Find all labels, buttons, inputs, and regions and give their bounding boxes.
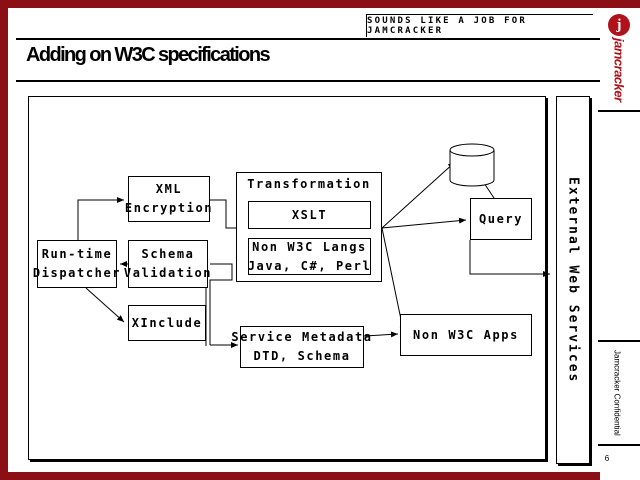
xslt-label: XSLT — [291, 207, 328, 222]
xml-encryption-box: XML Encryption — [124, 176, 214, 222]
page-number: 6 — [604, 453, 610, 463]
non-w3c-langs-line2: Java, C#, Perl — [247, 258, 372, 273]
schema-validation-line2: Validation — [123, 266, 213, 280]
query-label: Query — [478, 211, 524, 226]
confidential-label: Jamcracker Confidential — [612, 350, 622, 436]
runtime-dispatcher-box: Run-time Dispatcher — [33, 240, 120, 288]
schema-validation-line1: Schema — [141, 247, 195, 261]
xml-encryption-line1: XML — [155, 182, 183, 196]
runtime-dispatcher-line1: Run-time — [41, 247, 113, 261]
xinclude-label: XInclude — [131, 315, 203, 330]
service-metadata-box: Service Metadata DTD, Schema — [231, 326, 371, 368]
non-w3c-apps-label: Non W3C Apps — [413, 327, 519, 342]
logo-mark-icon: j — [608, 14, 630, 36]
service-metadata-line2: DTD, Schema — [253, 349, 351, 363]
brand-strip — [600, 8, 640, 480]
query-box: Query — [470, 198, 532, 240]
jamcracker-logo: j jamcracker — [601, 12, 637, 102]
logo-wordmark: jamcracker — [611, 38, 627, 102]
external-web-services-box: External Web Services — [556, 96, 590, 464]
transformation-label: Transformation — [247, 177, 371, 191]
strip-divider — [598, 340, 640, 342]
non-w3c-langs-line1: Non W3C Langs — [252, 239, 367, 254]
non-w3c-langs-box: Non W3C Langs Java, C#, Perl — [248, 238, 371, 275]
xml-encryption-line2: Encryption — [124, 201, 214, 215]
strip-divider — [598, 444, 640, 446]
xinclude-box: XInclude — [128, 305, 206, 341]
runtime-dispatcher-line2: Dispatcher — [32, 266, 122, 280]
strip-divider — [598, 110, 640, 112]
service-metadata-line1: Service Metadata — [231, 330, 373, 344]
non-w3c-apps-box: Non W3C Apps — [400, 314, 532, 356]
page-title: Adding on W3C specifications — [26, 44, 271, 66]
schema-validation-box: Schema Validation — [124, 240, 211, 288]
tagline: SOUNDS LIKE A JOB FOR JAMCRACKER — [366, 14, 593, 37]
external-web-services-label: External Web Services — [565, 176, 581, 384]
xslt-box: XSLT — [248, 201, 371, 229]
title-bar: Adding on W3C specifications — [16, 38, 600, 82]
